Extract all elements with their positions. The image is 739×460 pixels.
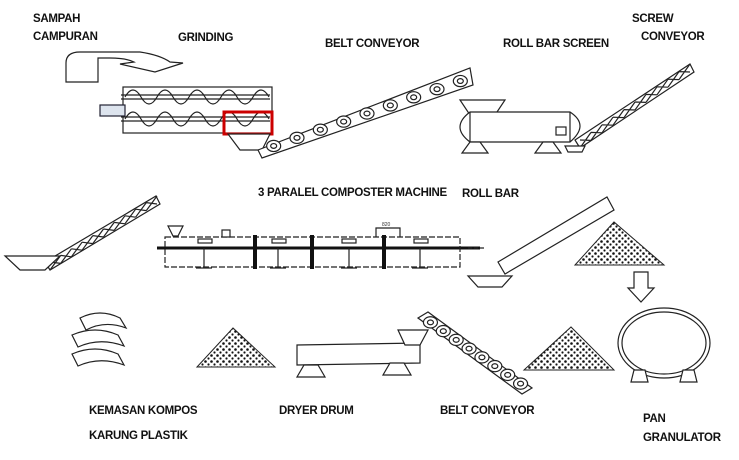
roller — [410, 94, 418, 101]
plastic-sack-icon — [71, 312, 128, 367]
pan-granulator — [617, 307, 711, 383]
label-kemasan: KEMASAN KOMPOS — [89, 405, 198, 417]
roller — [316, 126, 324, 133]
grinder-machine — [99, 86, 274, 151]
roller — [386, 102, 394, 109]
label-granulator: GRANULATOR — [643, 432, 722, 444]
roller — [452, 336, 460, 343]
label-roll-bar: ROLL BAR — [462, 188, 520, 200]
label-screw: SCREW — [632, 13, 674, 25]
roll-bar-chute — [466, 196, 615, 288]
dimension-label: 820 — [382, 222, 391, 228]
label-belt-conveyor-bottom: BELT CONVEYOR — [440, 405, 535, 417]
label-composter: 3 PARALEL COMPOSTER MACHINE — [258, 187, 448, 199]
screw-conveyor-top — [564, 63, 695, 153]
feed-arrow-icon — [65, 51, 184, 83]
down-arrow-icon — [626, 271, 656, 303]
roller — [293, 134, 301, 141]
roller — [340, 118, 348, 125]
roller — [426, 319, 435, 326]
roller — [504, 371, 512, 378]
composter-machine: 820 — [157, 222, 485, 269]
label-campuran: CAMPURAN — [33, 31, 98, 43]
label-grinding: GRINDING — [178, 32, 233, 44]
belt-conveyor-top — [257, 67, 474, 159]
roller — [363, 110, 371, 117]
roller — [439, 328, 447, 335]
dryer-drum — [295, 329, 429, 378]
label-conveyor: CONVEYOR — [641, 31, 705, 43]
screw-conveyor-left — [3, 195, 161, 271]
label-belt-conveyor-top: BELT CONVEYOR — [325, 38, 420, 50]
roller — [465, 345, 473, 352]
roller — [456, 78, 464, 85]
roller — [491, 363, 499, 370]
roller — [433, 86, 441, 93]
compost-pile-left — [195, 327, 277, 368]
roll-bar-screen — [458, 99, 581, 154]
compost-pile-right-top — [573, 221, 666, 266]
roller — [478, 354, 486, 361]
belt-conveyor-bottom — [416, 311, 534, 395]
roller — [516, 380, 525, 387]
label-roll-bar-screen: ROLL BAR SCREEN — [503, 38, 609, 50]
label-pan: PAN — [643, 413, 666, 425]
label-karung: KARUNG PLASTIK — [89, 430, 189, 442]
label-dryer-drum: DRYER DRUM — [279, 405, 354, 417]
compost-pile-right-bottom — [522, 326, 616, 371]
label-sampah: SAMPAH — [33, 13, 80, 25]
roller — [270, 142, 278, 149]
